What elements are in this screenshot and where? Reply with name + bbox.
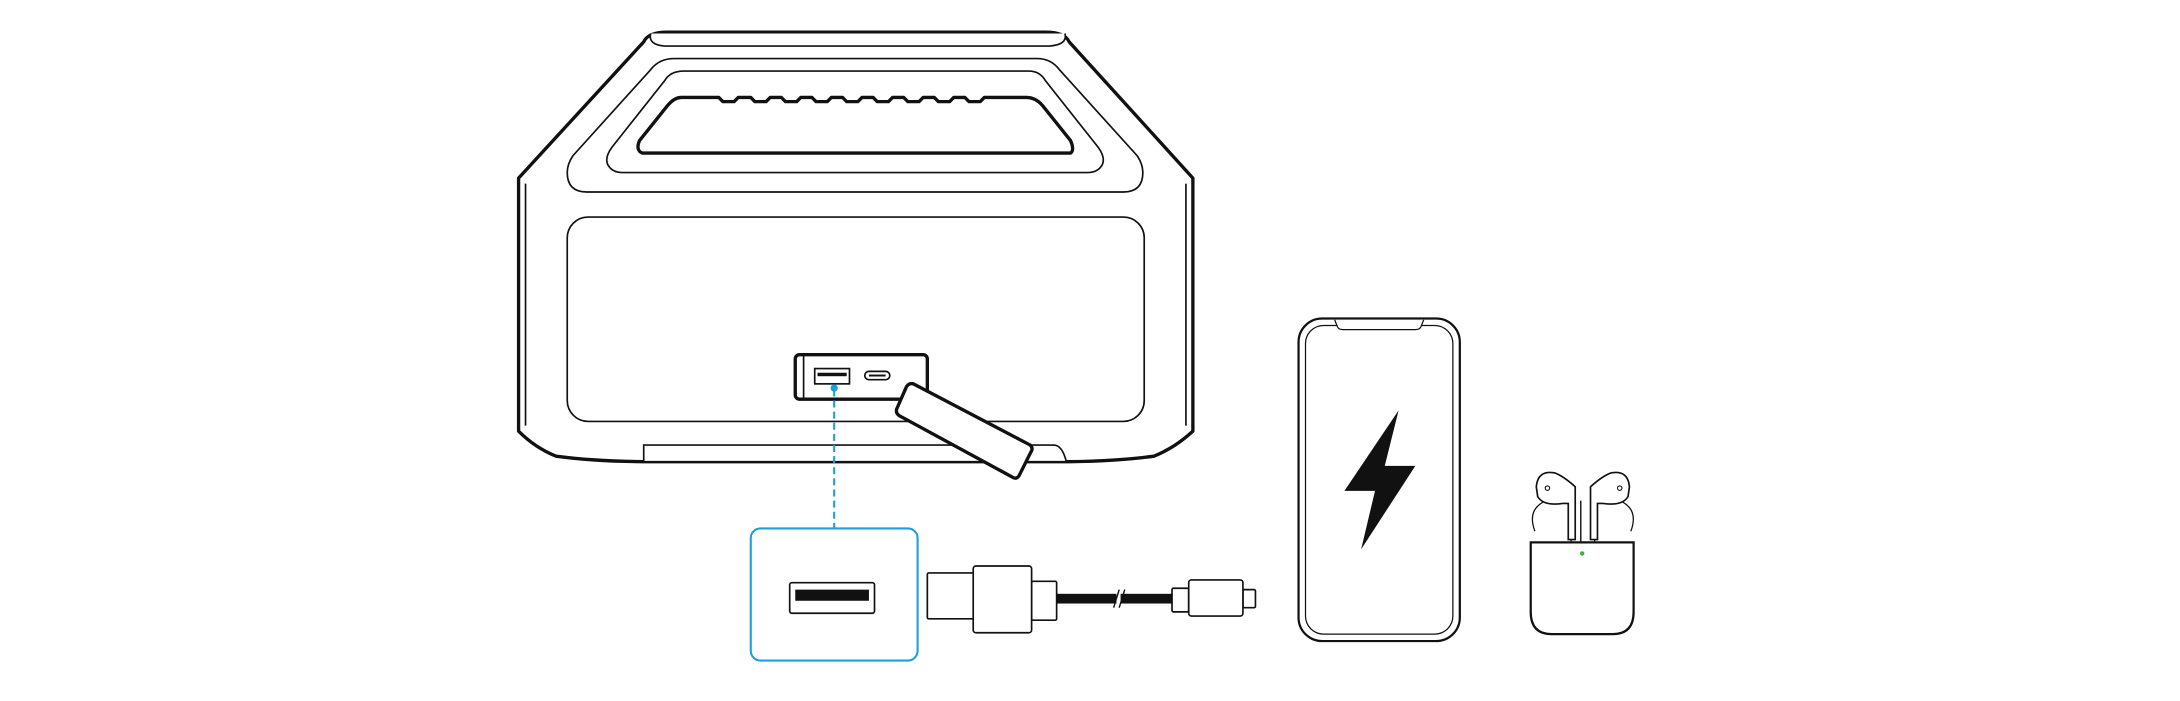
usb-a-port-callout [749,527,919,662]
lightning-bolt-icon [1344,410,1416,550]
handle-grip [636,95,1075,155]
port-cover-icon [894,381,1034,480]
front-panel [566,216,1146,423]
earbuds-case-icon [1529,471,1635,636]
smartphone-icon [1297,317,1461,643]
usb-a-to-usb-c-cable-icon [926,565,1257,634]
port-panel [793,353,930,401]
speaker-icon [516,30,1195,480]
port-marker [830,384,838,392]
status-led [1579,551,1585,556]
